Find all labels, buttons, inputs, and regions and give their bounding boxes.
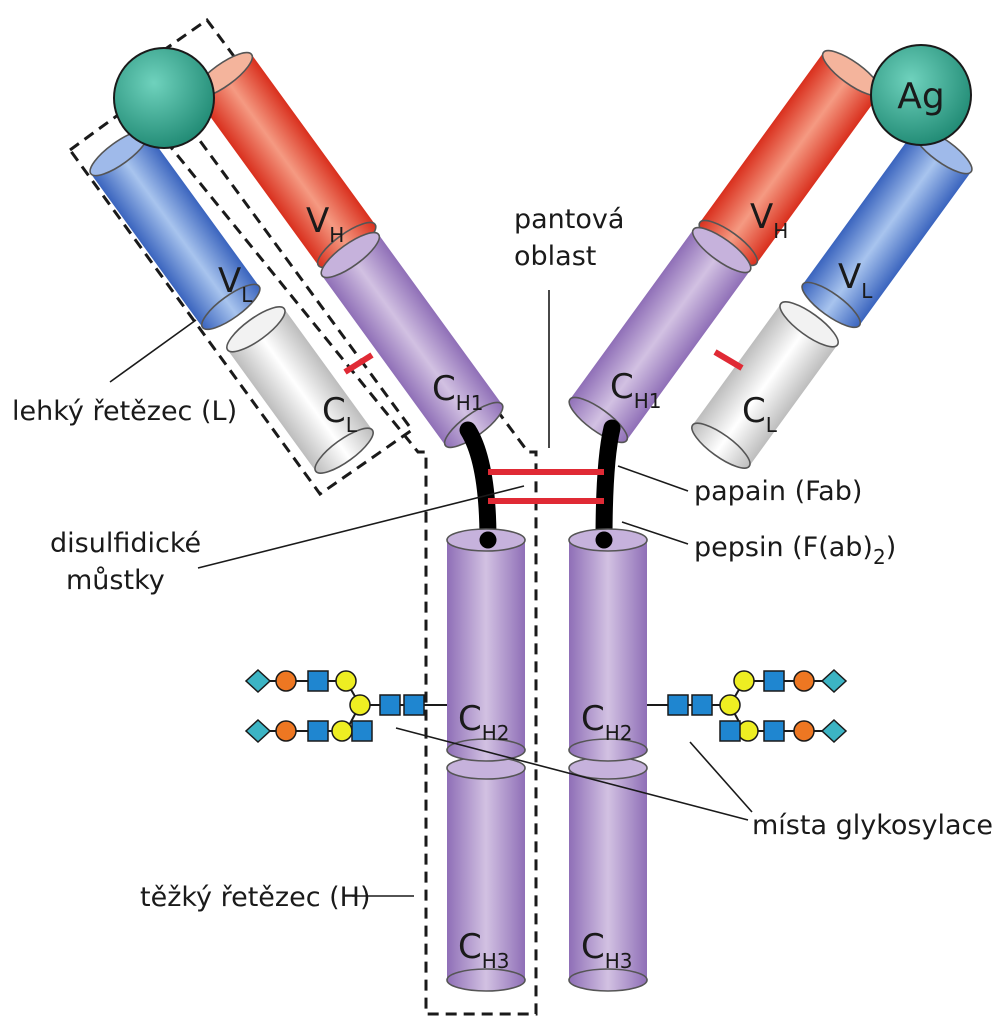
- glycan-circle-yellow: [733, 670, 755, 692]
- right-arm-disulfide: [713, 349, 744, 371]
- left-hinge: [459, 421, 497, 549]
- glycan-square: [763, 670, 785, 692]
- glycan-circle-yellow: [331, 720, 353, 742]
- left-cl-label: CL: [322, 391, 358, 437]
- pepsin-label: pepsin (F(ab)2): [694, 532, 896, 569]
- pepsin-leader: [621, 521, 689, 545]
- glycan-square: [351, 720, 373, 742]
- disulfide-bonds-label-line1: disulfidické: [50, 528, 201, 559]
- glycan-square: [307, 670, 329, 692]
- left-ch3-label: CH3: [458, 927, 510, 973]
- glycan-diamond: [244, 668, 272, 694]
- glycan-square: [719, 720, 741, 742]
- glycan-diamond: [820, 668, 848, 694]
- hinge-region-label-line1: pantová: [514, 204, 624, 235]
- left-arm-disulfide: [343, 352, 374, 375]
- left-vh-label: VH: [306, 201, 344, 247]
- right-ch2-label: CH2: [581, 699, 633, 745]
- antigen-label: Ag: [897, 76, 944, 117]
- light-chain-leader: [109, 319, 197, 383]
- right-ch2-domain: [568, 528, 648, 762]
- light-chain-label: lehký řetězec (L): [12, 396, 237, 427]
- papain-label: papain (Fab): [694, 476, 862, 507]
- left-antigen: [113, 47, 215, 149]
- right-cl-label: CL: [742, 391, 778, 437]
- left-glycan: [244, 668, 447, 744]
- heavy-chain-box: [115, 17, 538, 1016]
- left-vl-domain: [89, 129, 261, 331]
- right-arm: Ag: [568, 44, 973, 469]
- left-fc: [446, 528, 526, 992]
- right-hinge: [595, 419, 621, 549]
- left-vl-label: VL: [218, 261, 253, 307]
- glycosylation-leader-left: [395, 727, 749, 821]
- left-ch3-domain: [446, 756, 526, 992]
- papain-leader: [617, 465, 689, 492]
- glycan-square: [667, 694, 689, 716]
- left-cl-domain: [226, 306, 374, 474]
- glycan-circle-orange: [793, 670, 815, 692]
- disulfide-bonds-label-line2: můstky: [66, 565, 165, 596]
- glycan-circle-yellow: [737, 720, 759, 742]
- right-ch3-label: CH3: [581, 927, 633, 973]
- glycan-circle-orange: [275, 670, 297, 692]
- right-vl-label: VL: [838, 257, 873, 303]
- glycan-diamond: [244, 718, 272, 744]
- right-vh-label: VH: [750, 197, 788, 243]
- right-fc: [568, 528, 648, 992]
- glycosylation-label: místa glykosylace: [752, 810, 993, 841]
- glycan-square: [403, 694, 425, 716]
- left-ch2-domain: [446, 528, 526, 762]
- glycan-square: [763, 720, 785, 742]
- right-ch1-label: CH1: [610, 367, 662, 413]
- glycan-square: [307, 720, 329, 742]
- hinge-region-label-line2: oblast: [514, 241, 596, 272]
- glycan-circle-orange: [793, 720, 815, 742]
- glycan-circle-orange: [275, 720, 297, 742]
- glycan-circle-yellow: [349, 694, 371, 716]
- glycan-square: [379, 694, 401, 716]
- glycan-circle-yellow: [335, 670, 357, 692]
- left-arm: [89, 47, 504, 474]
- right-ch3-domain: [568, 756, 648, 992]
- left-ch1-domain: [320, 231, 504, 449]
- glycan-circle-yellow: [719, 694, 741, 716]
- left-ch1-label: CH1: [432, 369, 484, 415]
- right-antigen: [870, 44, 972, 146]
- heavy-chain-label: těžký řetězec (H): [140, 882, 371, 913]
- glycosylation-leader-right: [689, 741, 753, 813]
- glycan-square: [691, 694, 713, 716]
- left-ch2-label: CH2: [458, 699, 510, 745]
- right-glycan: [647, 668, 848, 744]
- right-cl-domain: [691, 301, 839, 469]
- glycan-diamond: [820, 718, 848, 744]
- disulfide-leader: [197, 485, 525, 569]
